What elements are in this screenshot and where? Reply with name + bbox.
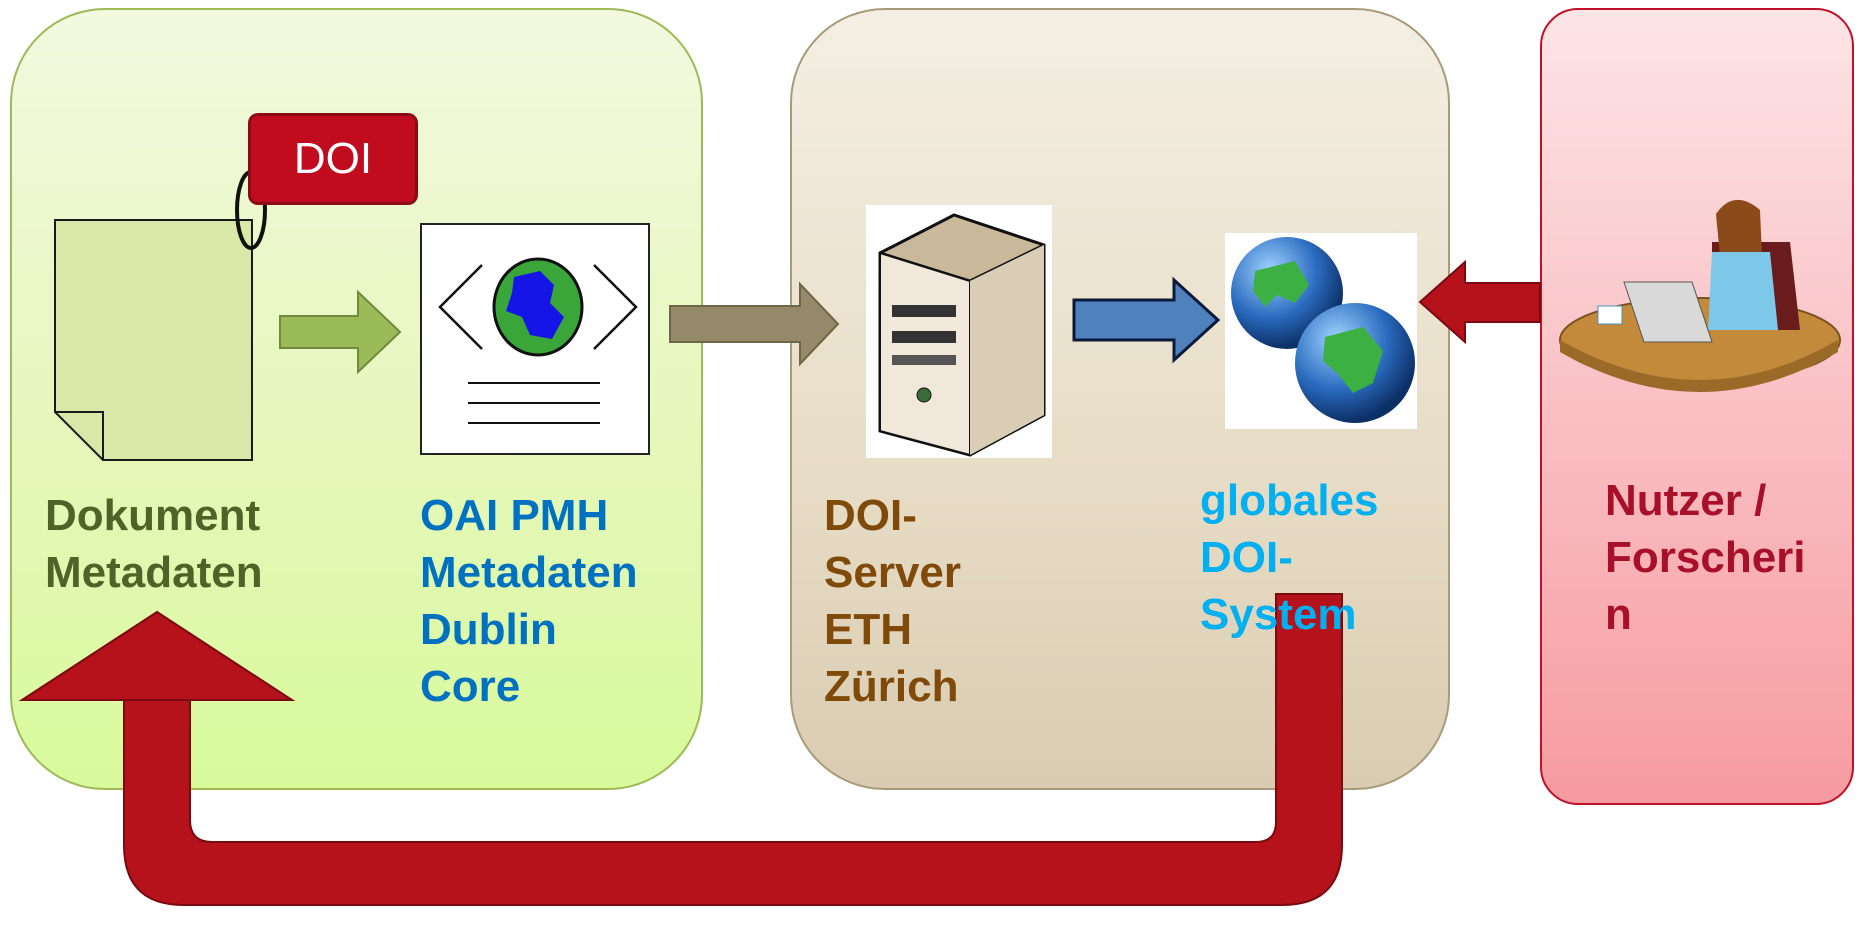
doi-tag: DOI [248,113,418,205]
label-oai-pmh: OAI PMH Metadaten Dublin Core [420,491,638,711]
globes-icon [1225,233,1417,429]
user-panel [1540,8,1854,805]
metadata-globe-icon [420,223,650,455]
label-nutzer: Nutzer / Forscheri n [1605,476,1806,639]
server-icon [866,205,1052,458]
label-dokument-metadaten: Dokument Metadaten [45,491,263,597]
label-doi-server: DOI- Server ETH Zürich [824,491,962,711]
label-globales-doi-system: globales DOI- System [1200,476,1379,639]
